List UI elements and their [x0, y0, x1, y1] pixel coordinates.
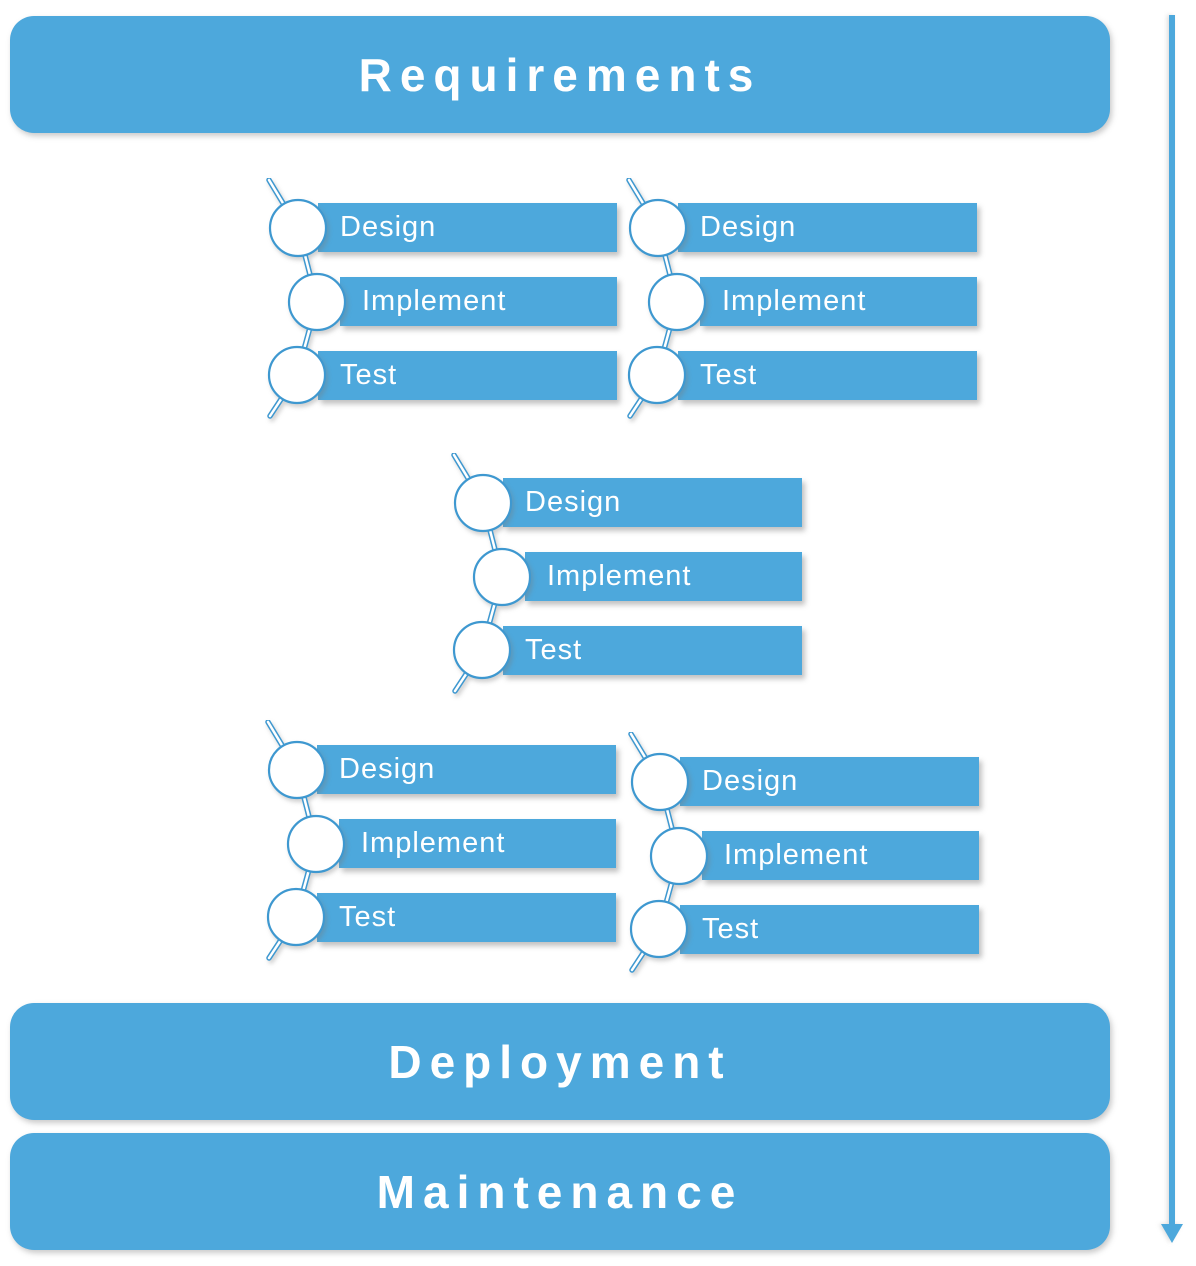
phase-banner-deployment: Deployment: [10, 1003, 1110, 1120]
step-bar-design: Design: [318, 203, 617, 252]
step-label-design: Design: [525, 486, 622, 518]
step-label-implement: Implement: [547, 560, 692, 592]
step-bar-implement: Implement: [700, 277, 977, 326]
step-circle-icon: [649, 826, 709, 886]
increment-group-bottom-left: Design Implement Test: [262, 720, 627, 970]
step-label-implement: Implement: [361, 827, 506, 859]
step-bar-design: Design: [503, 478, 802, 527]
step-bar-test: Test: [678, 351, 977, 400]
connector-line-core-icon: [627, 178, 679, 418]
increment-group-top-left: Design Implement Test: [263, 178, 628, 428]
step-label-test: Test: [700, 359, 758, 391]
phase-banner-deployment-label: Deployment: [388, 1035, 732, 1088]
step-label-test: Test: [339, 901, 397, 933]
step-circle-icon: [627, 345, 687, 405]
step-label-implement: Implement: [722, 285, 867, 317]
step-label-test: Test: [525, 634, 583, 666]
connector-line-core-icon: [266, 720, 318, 960]
step-label-test: Test: [702, 913, 760, 945]
step-bar-design: Design: [678, 203, 977, 252]
connector-line-icon: [265, 720, 319, 961]
step-circle-icon: [287, 272, 347, 332]
step-label-implement: Implement: [362, 285, 507, 317]
flow-down-arrow-icon: [1161, 15, 1183, 1243]
step-label-design: Design: [340, 211, 437, 243]
increment-group-middle: Design Implement Test: [448, 453, 813, 703]
step-bar-test: Test: [503, 626, 802, 675]
phase-banner-requirements: Requirements: [10, 16, 1110, 133]
phase-banner-requirements-label: Requirements: [358, 48, 762, 101]
step-label-design: Design: [702, 765, 799, 797]
step-circle-icon: [452, 620, 512, 680]
connector-line-icon: [266, 178, 320, 419]
step-label-design: Design: [339, 753, 436, 785]
connector-line-core-icon: [452, 453, 504, 693]
step-circle-icon: [267, 345, 327, 405]
step-bar-design: Design: [317, 745, 616, 794]
step-circle-icon: [266, 887, 326, 947]
step-label-design: Design: [700, 211, 797, 243]
connector-line-core-icon: [267, 178, 319, 418]
step-bar-test: Test: [680, 905, 979, 954]
connector-line-icon: [451, 453, 505, 694]
step-circle-icon: [629, 899, 689, 959]
step-bar-test: Test: [317, 893, 616, 942]
increment-group-bottom-right: Design Implement Test: [625, 732, 990, 982]
step-bar-implement: Implement: [525, 552, 802, 601]
step-label-implement: Implement: [724, 839, 869, 871]
connector-line-icon: [628, 732, 682, 973]
phase-banner-maintenance: Maintenance: [10, 1133, 1110, 1250]
increment-group-top-right: Design Implement Test: [623, 178, 988, 428]
connector-line-icon: [626, 178, 680, 419]
connector-line-core-icon: [629, 732, 681, 972]
step-circle-icon: [286, 814, 346, 874]
flow-arrow-head: [1161, 1224, 1183, 1243]
phase-banner-maintenance-label: Maintenance: [376, 1165, 744, 1218]
step-circle-icon: [647, 272, 707, 332]
step-label-test: Test: [340, 359, 398, 391]
step-bar-implement: Implement: [702, 831, 979, 880]
step-circle-icon: [472, 547, 532, 607]
step-bar-test: Test: [318, 351, 617, 400]
step-bar-design: Design: [680, 757, 979, 806]
step-bar-implement: Implement: [340, 277, 617, 326]
step-bar-implement: Implement: [339, 819, 616, 868]
